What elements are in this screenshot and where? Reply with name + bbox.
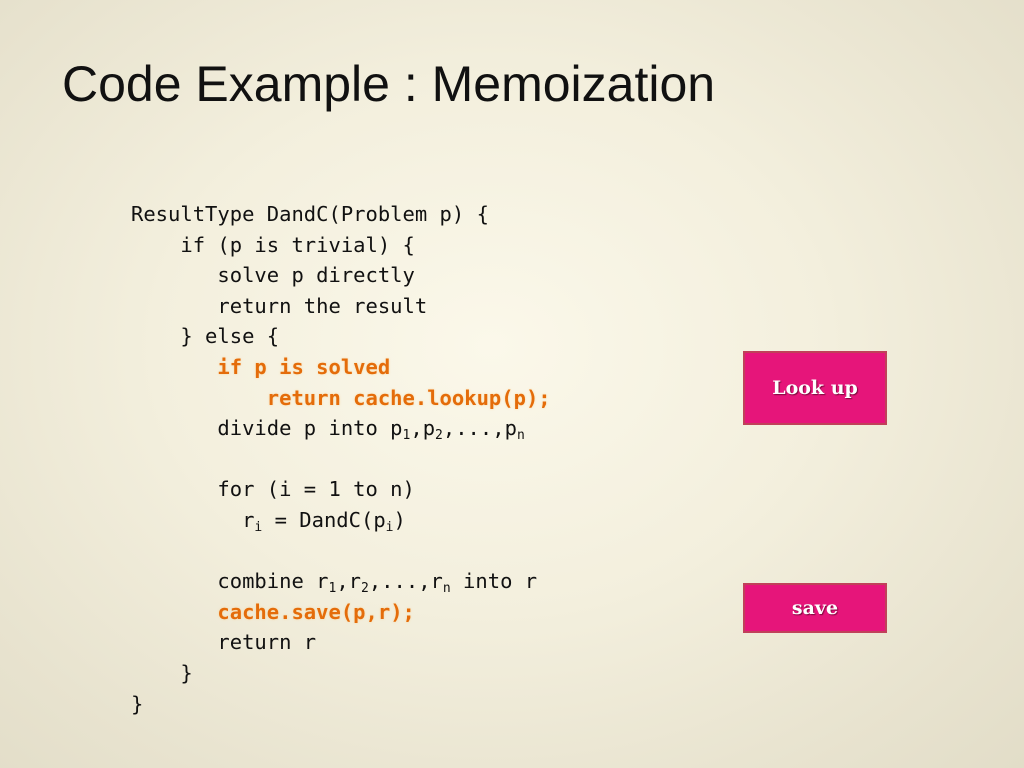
code-line [131, 444, 711, 475]
code-text: } else { [131, 324, 280, 349]
code-text: return the result [131, 293, 428, 318]
code-text: solve p directly [131, 263, 415, 288]
subscript: n [442, 581, 451, 597]
code-line: divide p into p1,p2,...,pn [131, 413, 711, 444]
code-line: } [131, 658, 711, 689]
code-text [131, 386, 267, 410]
code-line: combine r1,r2,...,rn into r [131, 566, 711, 597]
code-line: for (i = 1 to n) [131, 474, 711, 505]
code-line: return r [131, 627, 711, 658]
code-text: ,r [336, 569, 361, 594]
code-text: } [131, 660, 193, 685]
code-line: return the result [131, 291, 711, 322]
save-callout: save [743, 583, 887, 633]
code-line: cache.save(p,r); [131, 597, 711, 628]
code-line: if (p is trivial) { [131, 230, 711, 261]
code-text: combine r [131, 569, 329, 594]
code-line: ri = DandC(pi) [131, 505, 711, 536]
code-text: ResultType DandC(Problem p) { [131, 202, 489, 226]
code-text: ,p [410, 416, 436, 441]
subscript: i [254, 519, 263, 535]
code-block: ResultType DandC(Problem p) { if (p is t… [131, 199, 711, 719]
code-text: ,...,p [442, 416, 517, 441]
code-text: if (p is trivial) { [131, 232, 415, 257]
highlighted-code: if p is solved [217, 354, 391, 379]
code-line: } [131, 689, 711, 720]
code-text: = DandC(p [262, 507, 386, 532]
code-line: return cache.lookup(p); [131, 383, 711, 414]
slide-title: Code Example : Memoization [62, 56, 716, 112]
code-text: return r [131, 630, 317, 655]
subscript: 2 [435, 428, 443, 444]
code-text: } [131, 691, 144, 716]
code-line [131, 536, 711, 567]
subscript: n [516, 428, 525, 444]
highlighted-code: cache.save(p,r); [217, 599, 415, 624]
highlighted-code: return cache.lookup(p); [266, 385, 551, 410]
code-line: } else { [131, 321, 711, 352]
code-text: divide p into p [131, 416, 403, 441]
code-text [131, 600, 217, 624]
code-text: ,...,r [368, 569, 443, 594]
subscript: 1 [402, 428, 411, 444]
subscript: 2 [361, 581, 369, 597]
code-line: ResultType DandC(Problem p) { [131, 199, 711, 230]
subscript: i [385, 519, 394, 535]
lookup-callout: Look up [743, 351, 887, 425]
code-text [131, 355, 217, 379]
code-text: for (i = 1 to n) [131, 477, 415, 502]
code-text: r [131, 507, 255, 532]
code-line: solve p directly [131, 260, 711, 291]
code-line: if p is solved [131, 352, 711, 383]
code-text: ) [393, 507, 406, 532]
code-text: into r [450, 569, 538, 594]
subscript: 1 [328, 581, 337, 597]
